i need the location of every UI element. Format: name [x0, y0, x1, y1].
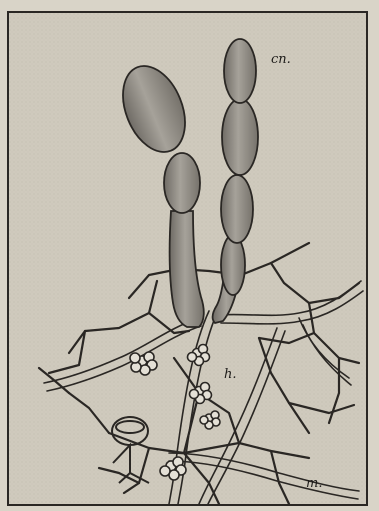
- label-mycelium: m.: [306, 477, 322, 490]
- conidium-chain-cell: [221, 175, 253, 243]
- conidium-chain-cell: [221, 235, 245, 295]
- fungus-illustration: [9, 13, 366, 504]
- conidium-chain-cell: [222, 99, 258, 175]
- label-haustoria: h.: [224, 368, 237, 381]
- conidium-terminal: [224, 39, 256, 103]
- label-conidia: cn.: [271, 53, 291, 66]
- figure-frame: cn. h. m.: [7, 11, 368, 506]
- conidium-chain-cell: [164, 153, 200, 213]
